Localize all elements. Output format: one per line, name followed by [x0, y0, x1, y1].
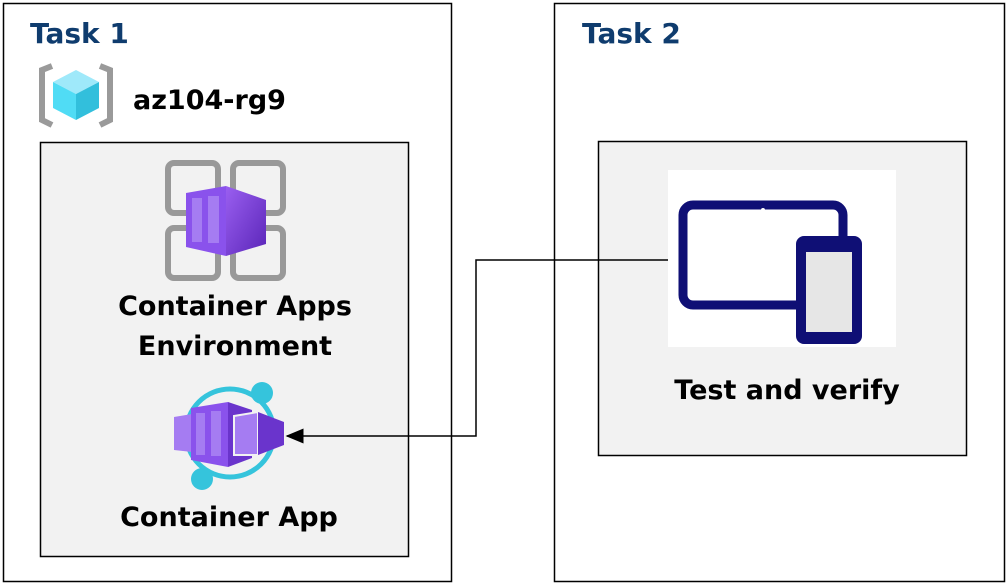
container-apps-environment-icon [165, 160, 286, 281]
environment-label-line1: Container Apps [118, 291, 352, 322]
task2-title: Task 2 [582, 17, 681, 50]
environment-label-line2: Environment [138, 331, 332, 362]
test-verify-label: Test and verify [674, 375, 900, 406]
container-app-icon [174, 382, 284, 490]
resource-group-label: az104-rg9 [133, 85, 286, 116]
task2-box: Task 2 Test and verify [553, 2, 1006, 583]
task1-title: Task 1 [30, 17, 129, 50]
connector-arrow [285, 259, 668, 444]
task1-box: Task 1 az104-rg9 Container Apps Environm… [2, 2, 453, 583]
devices-icon [678, 200, 862, 344]
container-app-label: Container App [120, 502, 338, 533]
resource-group-icon [39, 63, 113, 128]
